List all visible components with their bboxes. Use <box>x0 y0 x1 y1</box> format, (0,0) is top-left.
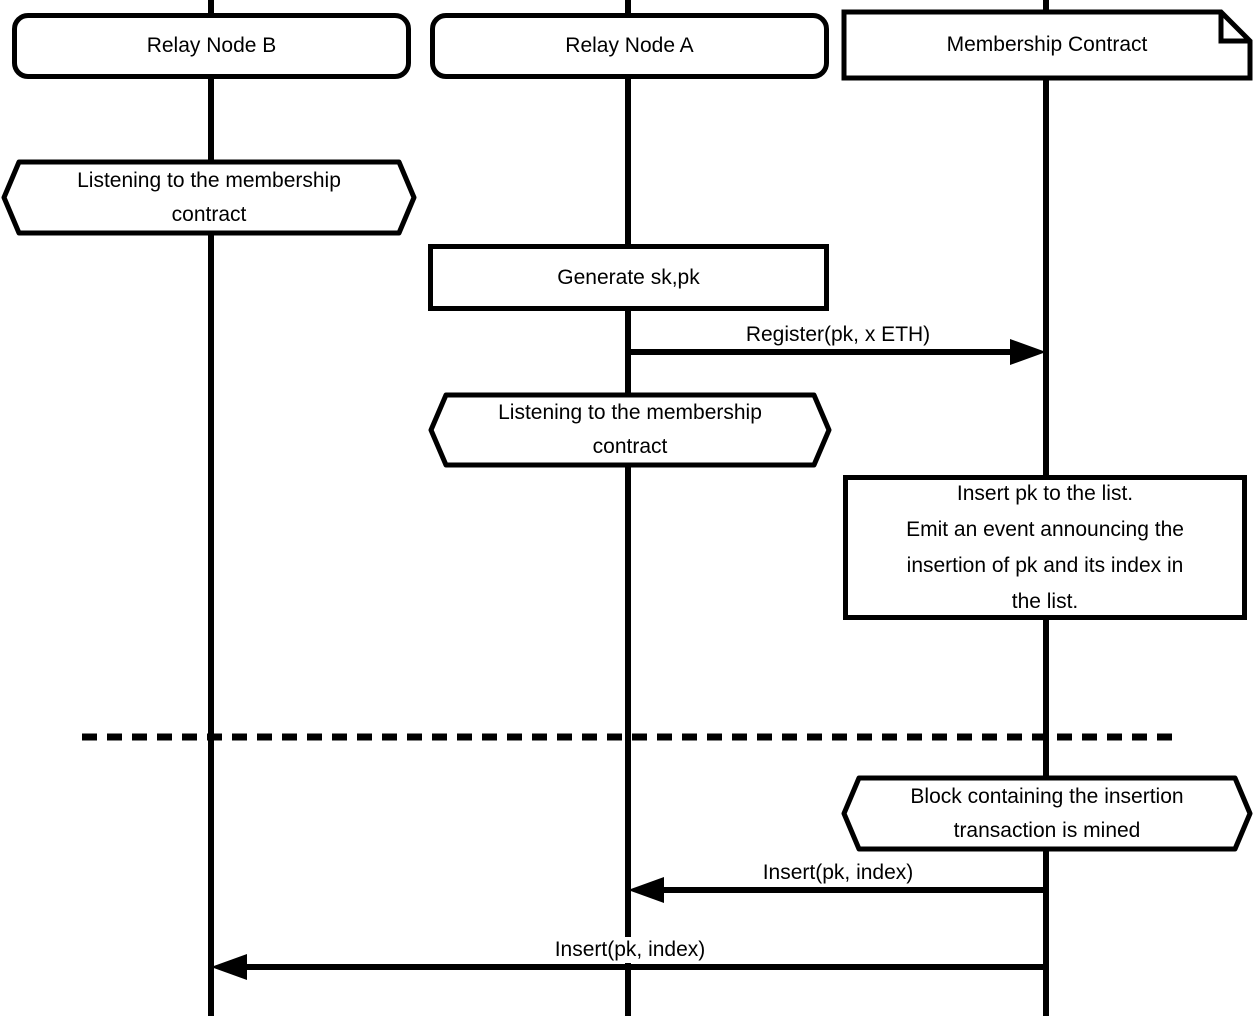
state-text-line: transaction is mined <box>953 818 1141 842</box>
actor-label: Membership Contract <box>946 33 1148 56</box>
state-text-line: Listening to the membership <box>498 401 762 424</box>
hexagon-shape-icon <box>1 159 417 236</box>
note-shape-icon <box>841 9 1253 81</box>
actor-label: Relay Node A <box>565 34 694 57</box>
register-message-label: Register(pk, x ETH) <box>741 322 935 348</box>
action-text-line: Emit an event announcing the <box>906 517 1184 541</box>
lifeline-relay-node-b <box>208 0 214 1016</box>
state-text-line: Listening to the membership <box>77 168 341 192</box>
actor-relay-node-b: Relay Node B <box>12 13 411 79</box>
action-text-line: the list. <box>1011 589 1079 613</box>
action-generate-keys: Generate sk,pk <box>428 244 829 311</box>
action-text-line: Insert pk to the list. <box>956 481 1134 505</box>
insert-to-a-message-label: Insert(pk, index) <box>758 860 918 886</box>
actor-label: Relay Node B <box>146 34 277 57</box>
state-block-mined: Block containing the insertion transacti… <box>841 775 1253 852</box>
state-listening-relay-b: Listening to the membership contract <box>1 159 417 236</box>
insert-to-b-message-label: Insert(pk, index) <box>550 937 710 963</box>
actor-relay-node-a: Relay Node A <box>430 13 829 79</box>
state-text-line: contract <box>592 435 668 458</box>
state-listening-relay-a: Listening to the membership contract <box>428 392 832 468</box>
actor-membership-contract: Membership Contract <box>841 9 1253 81</box>
action-text-line: Generate sk,pk <box>557 265 700 289</box>
state-text-line: Block containing the insertion <box>910 784 1184 808</box>
action-insert-emit-event: Insert pk to the list. Emit an event ann… <box>843 475 1247 620</box>
lifeline-relay-node-a <box>625 0 631 1016</box>
state-text-line: contract <box>171 202 247 226</box>
action-text-line: insertion of pk and its index in <box>906 553 1184 577</box>
hexagon-shape-icon <box>428 392 832 468</box>
hexagon-shape-icon <box>841 775 1253 852</box>
